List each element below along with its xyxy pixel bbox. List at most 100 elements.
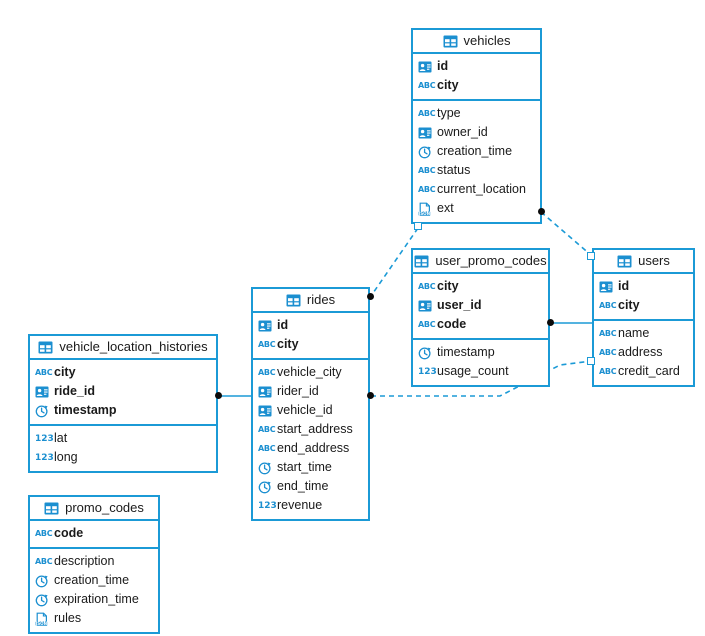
relationship-endpoint-square-users-rides bbox=[587, 357, 595, 365]
field-label: rider_id bbox=[277, 384, 319, 399]
clock-icon bbox=[418, 346, 432, 360]
field-label: ride_id bbox=[54, 384, 95, 399]
field-row[interactable]: timestamp bbox=[30, 401, 216, 420]
field-row[interactable]: start_time bbox=[253, 458, 368, 477]
relationship-endpoint-dot-vehicles-users bbox=[538, 208, 545, 215]
number-123-icon: 123 bbox=[35, 452, 54, 463]
field-label: address bbox=[618, 345, 663, 360]
field-row[interactable]: user_id bbox=[413, 296, 548, 315]
field-row[interactable]: ride_id bbox=[30, 382, 216, 401]
field-row[interactable]: creation_time bbox=[30, 571, 158, 590]
field-label: start_address bbox=[277, 422, 353, 437]
table-icon bbox=[443, 35, 458, 48]
json-document-icon: JSON bbox=[418, 202, 432, 216]
abc-text-icon: ABC bbox=[418, 281, 436, 291]
field-row[interactable]: id bbox=[253, 316, 368, 335]
clock-icon bbox=[35, 404, 49, 418]
field-row[interactable]: rider_id bbox=[253, 382, 368, 401]
key-identity-icon bbox=[258, 385, 272, 399]
field-label: type bbox=[437, 106, 461, 121]
clock-icon bbox=[418, 145, 432, 159]
field-label: code bbox=[437, 317, 467, 332]
abc-text-icon: ABC bbox=[599, 347, 617, 357]
field-row[interactable]: expiration_time bbox=[30, 590, 158, 609]
field-label: rules bbox=[54, 611, 82, 626]
field-row[interactable]: JSON ext bbox=[413, 199, 540, 218]
field-label: city bbox=[277, 337, 299, 352]
field-label: timestamp bbox=[54, 403, 117, 418]
svg-text:JSON: JSON bbox=[35, 621, 48, 626]
number-123-icon: 123 bbox=[418, 366, 437, 377]
field-row[interactable]: id bbox=[413, 57, 540, 76]
table-header-promo_codes[interactable]: promo_codes bbox=[30, 497, 158, 521]
table-icon bbox=[617, 255, 632, 268]
field-label: revenue bbox=[277, 498, 323, 513]
field-row[interactable]: timestamp bbox=[413, 343, 548, 362]
table-header-vehicle_location_histories[interactable]: vehicle_location_histories bbox=[30, 336, 216, 360]
field-label: id bbox=[277, 318, 289, 333]
table-header-rides[interactable]: rides bbox=[253, 289, 368, 313]
field-row[interactable]: vehicle_id bbox=[253, 401, 368, 420]
clock-icon bbox=[258, 461, 272, 475]
key-identity-icon bbox=[599, 280, 613, 294]
table-name: users bbox=[638, 253, 670, 268]
key-identity-icon bbox=[258, 404, 272, 418]
field-label: creation_time bbox=[437, 144, 513, 159]
abc-text-icon: ABC bbox=[599, 366, 617, 376]
table-header-vehicles[interactable]: vehicles bbox=[413, 30, 540, 54]
key-identity-icon bbox=[418, 126, 432, 140]
table-header-user_promo_codes[interactable]: user_promo_codes bbox=[413, 250, 548, 274]
field-label: ext bbox=[437, 201, 454, 216]
field-row[interactable]: JSON rules bbox=[30, 609, 158, 628]
field-row[interactable]: end_time bbox=[253, 477, 368, 496]
number-123-icon: 123 bbox=[35, 433, 54, 444]
relationship-endpoint-dot-rides-vehicles bbox=[367, 293, 374, 300]
abc-text-icon: ABC bbox=[418, 80, 436, 90]
table-header-users[interactable]: users bbox=[594, 250, 693, 274]
relationship-endpoint-dot-user-promo-codes-users bbox=[547, 319, 554, 326]
table-icon bbox=[286, 294, 301, 307]
field-row[interactable]: creation_time bbox=[413, 142, 540, 161]
field-label: status bbox=[437, 163, 471, 178]
field-label: long bbox=[54, 450, 78, 465]
field-row[interactable]: owner_id bbox=[413, 123, 540, 142]
field-label: end_time bbox=[277, 479, 329, 494]
key-identity-icon bbox=[418, 299, 432, 313]
field-label: owner_id bbox=[437, 125, 488, 140]
field-row[interactable]: id bbox=[594, 277, 693, 296]
table-icon bbox=[38, 341, 53, 354]
